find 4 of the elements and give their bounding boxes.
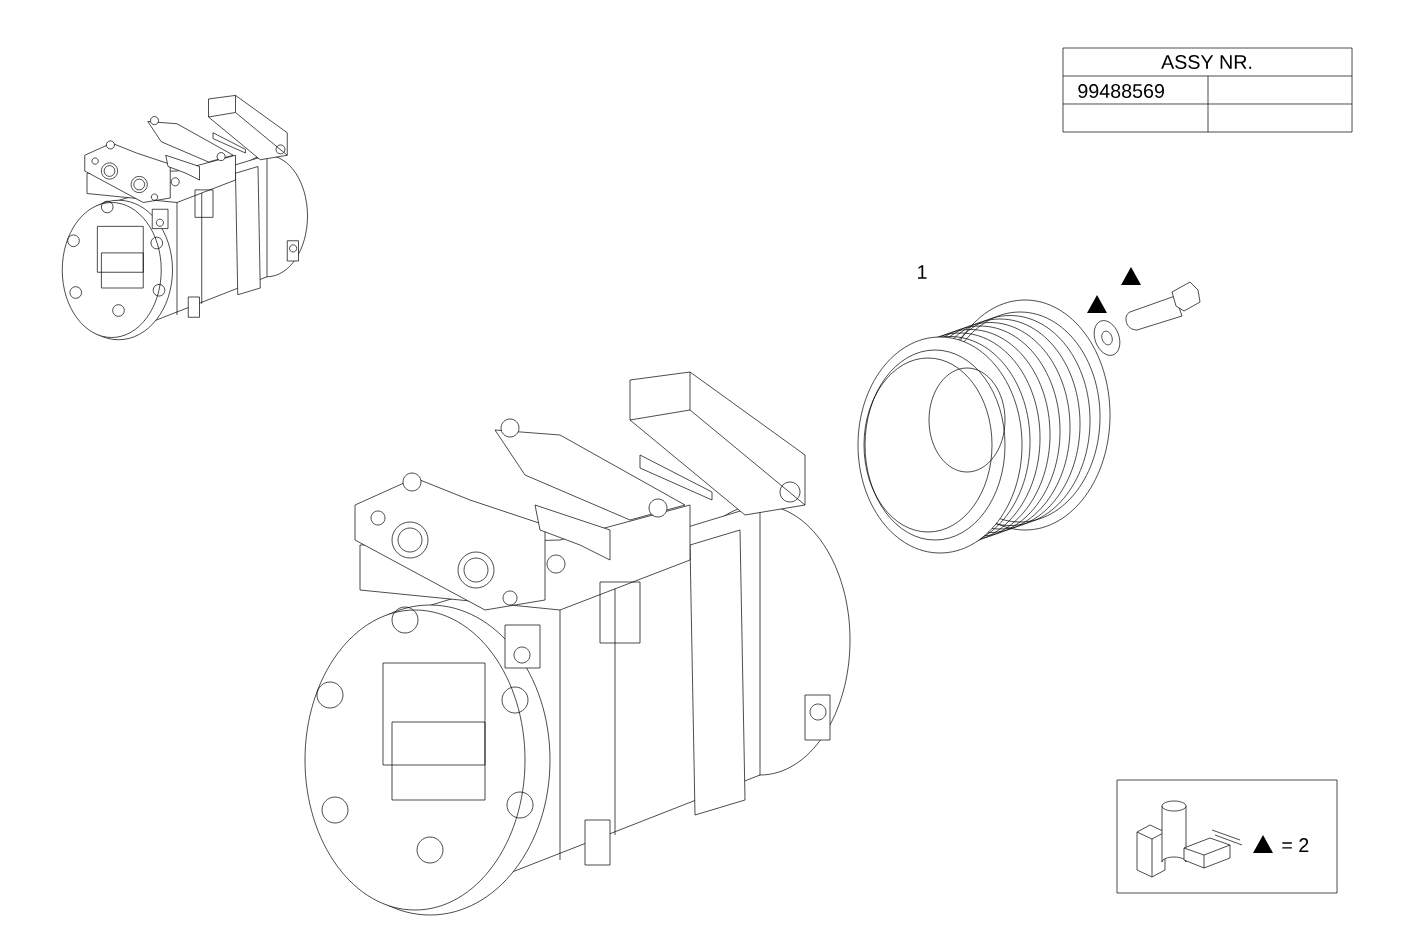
quantity-note: = 2 — [1282, 838, 1309, 852]
table-header: ASSY NR. — [1161, 55, 1252, 69]
part-number: 99488569 — [1078, 84, 1164, 98]
callout-number: 1 — [918, 265, 927, 279]
